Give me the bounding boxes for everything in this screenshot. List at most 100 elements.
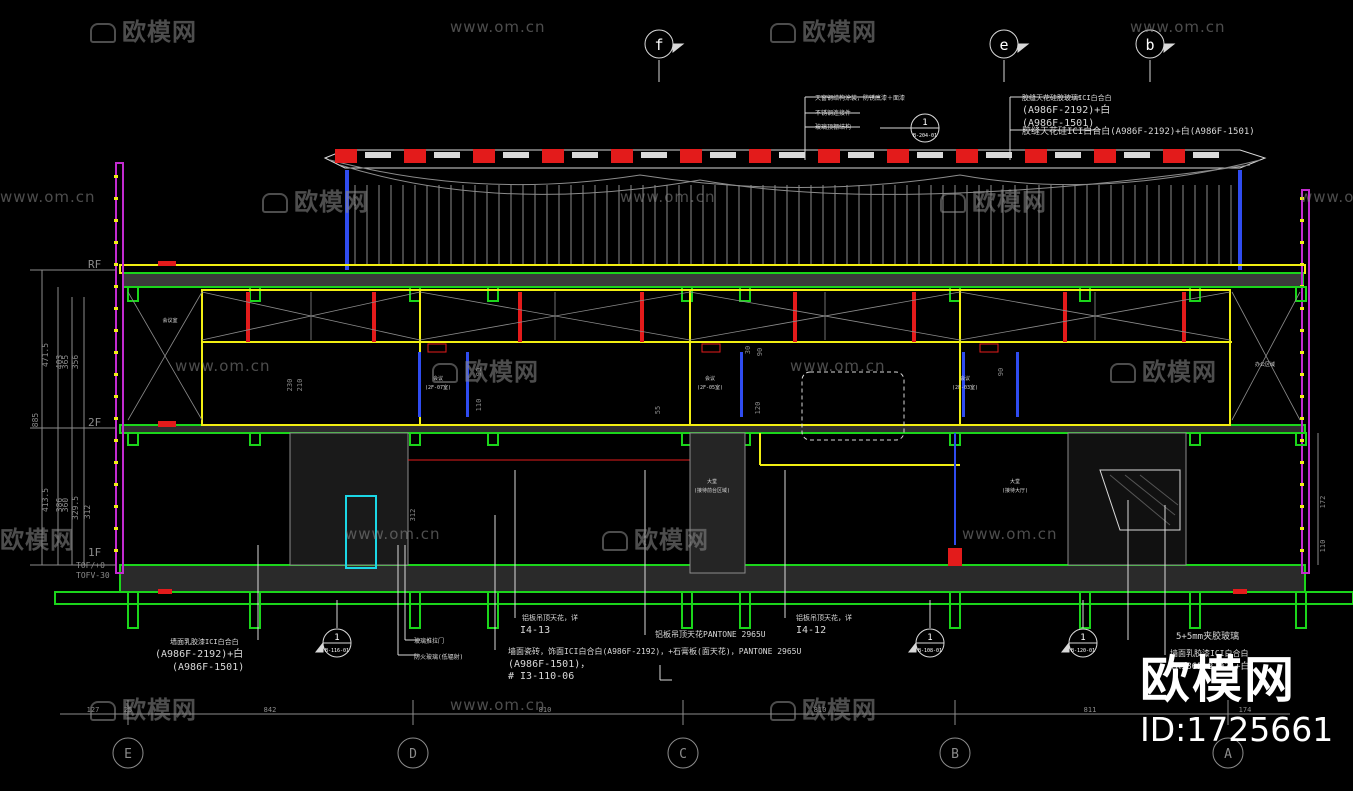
skylight-red-cap xyxy=(473,149,495,163)
skylight-panel xyxy=(986,152,1012,158)
skylight-panel xyxy=(917,152,943,158)
wall-tick xyxy=(114,417,118,420)
dimension-label: 810 xyxy=(539,706,552,714)
truss-brace xyxy=(127,291,203,421)
column-head xyxy=(1189,286,1201,302)
level-rf: RF xyxy=(88,258,101,271)
top-note-4: 胶缝天花硅胶玻璃ICI白合白 xyxy=(1022,93,1112,102)
dimension-label: 810 xyxy=(814,706,827,714)
red-box xyxy=(979,343,999,353)
detail-marker-3-num: 1 xyxy=(1080,633,1085,643)
skylight-red-cap xyxy=(887,149,909,163)
column-head xyxy=(409,432,421,446)
level-1f: 1F xyxy=(88,546,101,559)
dimension-label: 90 xyxy=(997,368,1005,376)
column-head xyxy=(681,286,693,302)
foundation-pile xyxy=(739,591,751,629)
note-mid-4: I4-13 xyxy=(520,625,550,636)
dimension-label: 30 xyxy=(744,346,752,354)
dimension-label: 90 xyxy=(475,368,483,376)
red-post xyxy=(372,292,376,342)
wall-tick xyxy=(114,241,118,244)
axis-bubble-E xyxy=(112,737,144,769)
top-detail-tag-num: 1 xyxy=(922,118,927,128)
wall-tick xyxy=(1300,329,1304,332)
wall-tick xyxy=(114,263,118,266)
wall-tick xyxy=(1300,219,1304,222)
red-post xyxy=(246,292,250,342)
note-right-1: 5+5mm夹胶玻璃 xyxy=(1176,630,1239,642)
axis-label-e: e xyxy=(999,36,1008,54)
red-post xyxy=(1182,292,1186,342)
wall-tick xyxy=(114,307,118,310)
dimension-label: 329.5 xyxy=(71,496,80,520)
foundation-pile xyxy=(1189,591,1201,629)
detail-markers xyxy=(314,600,1098,658)
axis-label-B: B xyxy=(951,747,959,762)
column-head xyxy=(1295,432,1307,446)
room-label: (2F-05室) xyxy=(697,384,723,391)
wall-tick xyxy=(1300,483,1304,486)
wall-tick xyxy=(1300,351,1304,354)
foundation-pile xyxy=(249,591,261,629)
dimension-label: 312 xyxy=(409,509,417,522)
room-label: 会议 xyxy=(433,375,443,382)
room-label: 会议室 xyxy=(162,317,177,324)
wall-tick xyxy=(114,395,118,398)
detail-marker-2-num: 1 xyxy=(927,633,932,643)
wall-tick xyxy=(1300,549,1304,552)
axis-label-b: b xyxy=(1145,36,1154,54)
column-head xyxy=(127,432,139,446)
dimension-label: 127 xyxy=(87,706,100,714)
wall-tick xyxy=(114,329,118,332)
wall-tick xyxy=(1300,263,1304,266)
wall-tick xyxy=(1300,241,1304,244)
dimension-label: 471.5 xyxy=(41,343,50,367)
top-note-2: 不锈钢连接件 xyxy=(815,109,851,117)
truss-brace xyxy=(1231,291,1301,421)
level-value-0: TOF/+0 xyxy=(76,561,105,570)
dimension-label: 120 xyxy=(754,402,762,415)
skylight-red-cap xyxy=(611,149,633,163)
dimension-label: 360 xyxy=(61,498,70,513)
wall-tick xyxy=(1300,417,1304,420)
foundation-pile xyxy=(409,591,421,629)
red-box xyxy=(701,343,721,353)
top-note-1: 天窗钢结构涂装，防锈底漆＋面漆 xyxy=(815,94,905,102)
dimension-label: 55 xyxy=(654,406,662,414)
dimension-label: 885 xyxy=(31,413,40,428)
top-note-6: (A986F-1501) xyxy=(1022,118,1094,129)
dimension-label: 174 xyxy=(1239,706,1252,714)
wall-tick xyxy=(114,285,118,288)
blue-post xyxy=(740,352,743,417)
building-frame xyxy=(54,162,1353,629)
red-post xyxy=(518,292,522,342)
top-note-7: 胶缝天花硅ICI白合白(A986F-2192)+白(A986F-1501) xyxy=(1022,125,1255,137)
skylight-panel xyxy=(1055,152,1081,158)
brand-id: ID:1725661 xyxy=(1140,710,1334,749)
skylight-panel xyxy=(365,152,391,158)
red-post xyxy=(1063,292,1067,342)
note-mid-10: I4-12 xyxy=(796,625,826,636)
room-label: 大堂 xyxy=(707,478,717,485)
skylight-red-cap xyxy=(1025,149,1047,163)
dimension-label: 110 xyxy=(1319,540,1327,553)
wall-tick xyxy=(1300,461,1304,464)
skylight-red-cap xyxy=(749,149,771,163)
blue-post xyxy=(418,352,421,417)
room-label: (2F-07室) xyxy=(425,384,451,391)
skylight-panel xyxy=(1193,152,1219,158)
room-label: (2F-03室) xyxy=(952,384,978,391)
detail-marker-1-ref: B-116-01 xyxy=(325,648,349,654)
dimension-label: 386 xyxy=(55,498,64,513)
foundation-pile xyxy=(949,591,961,629)
wall-tick xyxy=(1300,505,1304,508)
level-markers xyxy=(30,269,1319,566)
note-mid-9: 铝板吊顶天花，详 xyxy=(796,613,852,622)
bottom-leaders xyxy=(257,470,1166,681)
dimension-label: 210 xyxy=(296,379,304,392)
wall-tick xyxy=(1300,395,1304,398)
room-label: (接待前台区域) xyxy=(694,487,730,494)
